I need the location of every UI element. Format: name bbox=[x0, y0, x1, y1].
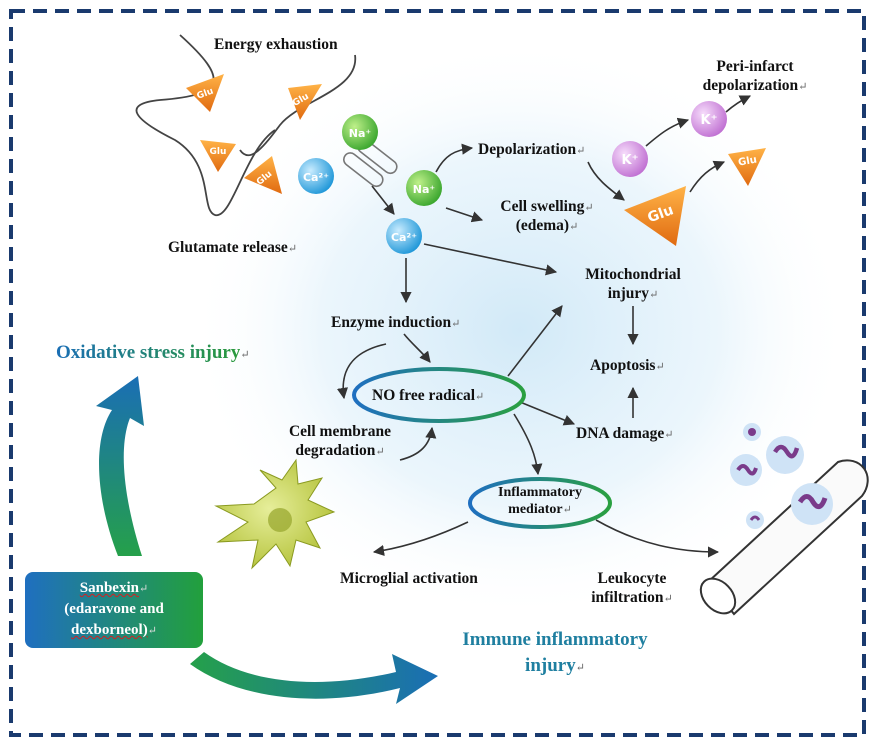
label-energy-exhaustion: Energy exhaustion bbox=[214, 36, 338, 53]
label-enzyme-induction: Enzyme induction↵ bbox=[331, 314, 461, 331]
label-dna-damage: DNA damage↵ bbox=[576, 425, 674, 442]
no-radical-ring bbox=[352, 367, 526, 423]
glu-label-small: Glu bbox=[737, 154, 757, 168]
label-leukocyte-infiltration: Leukocyte infiltration↵ bbox=[591, 570, 673, 607]
background-glow bbox=[190, 40, 850, 620]
sanbexin-box bbox=[25, 572, 203, 648]
label-immune-inflammatory-injury: Immune inflammatory injury↵ bbox=[462, 629, 648, 676]
glu-label-1: Glu bbox=[196, 87, 215, 102]
arrow-na-to-depol bbox=[435, 143, 474, 173]
label-apoptosis: Apoptosis↵ bbox=[590, 357, 665, 374]
ca-ion-mid bbox=[386, 218, 422, 254]
ion-label-k-left: K⁺ bbox=[622, 153, 639, 168]
glu-triangle-4 bbox=[244, 156, 282, 194]
big-arrow-right bbox=[190, 652, 438, 704]
ion-label-na-top: Na⁺ bbox=[349, 127, 372, 140]
ion-label-na-mid: Na⁺ bbox=[413, 183, 436, 196]
arrow-channel-to-ca bbox=[371, 185, 395, 215]
label-microglial-activation: Microglial activation bbox=[340, 570, 478, 587]
label-glutamate-release: Glutamate release↵ bbox=[168, 239, 298, 256]
glu-label-big: Glu bbox=[646, 202, 676, 226]
glu-label-4: Glu bbox=[255, 169, 274, 188]
arrow-ca-to-mito bbox=[423, 243, 558, 276]
glu-triangle-small bbox=[728, 148, 766, 186]
ion-label-ca-mid: Ca²⁺ bbox=[391, 231, 417, 244]
glu-triangle-2 bbox=[288, 84, 322, 120]
na-ion-top bbox=[342, 114, 378, 150]
label-cell-membrane-degradation: Cell membrane degradation↵ bbox=[288, 423, 391, 460]
membrane-curve-right bbox=[239, 54, 356, 157]
leukocytes bbox=[730, 423, 833, 529]
glu-triangle-1 bbox=[186, 74, 224, 112]
glu-label-2: Glu bbox=[291, 92, 311, 109]
glu-triangle-3 bbox=[200, 140, 236, 172]
ion-label-k-right: K⁺ bbox=[701, 113, 718, 128]
label-no-free-radical: NO free radical↵ bbox=[372, 387, 485, 404]
arrow-no-to-dna bbox=[519, 401, 576, 426]
arrow-inflam-to-microglia bbox=[372, 521, 469, 557]
k-ion-right bbox=[691, 101, 727, 137]
ion-label-ca-left: Ca²⁺ bbox=[303, 171, 329, 184]
arrow-enzyme-to-no bbox=[403, 333, 431, 363]
label-cell-swelling: Cell swelling↵ (edema)↵ bbox=[500, 198, 594, 235]
label-peri-infarct: Peri-infarct depolarization↵ bbox=[702, 58, 808, 95]
label-sanbexin: Sanbexin↵ (edaravone and dexborneol)↵ bbox=[64, 580, 164, 638]
arrow-no-to-mito bbox=[507, 305, 563, 377]
label-mitochondrial-injury: Mitochondrial injury↵ bbox=[585, 266, 681, 303]
label-depolarization: Depolarization↵ bbox=[478, 141, 586, 158]
dashed-frame bbox=[9, 9, 866, 737]
glu-label-3: Glu bbox=[210, 147, 227, 157]
label-inflammatory-mediator: Inflammatory mediator↵ bbox=[498, 485, 582, 517]
arrow-enzyme-to-membrane bbox=[336, 343, 387, 400]
ca-ion-left bbox=[298, 158, 334, 194]
big-arrow-up bbox=[96, 376, 144, 556]
arrow-na-to-swelling bbox=[445, 207, 484, 223]
arrow-membrane-to-no bbox=[399, 426, 437, 461]
arrow-inflam-to-leukocyte bbox=[595, 519, 720, 558]
glu-triangle-big bbox=[624, 186, 686, 246]
arrow-no-to-inflam bbox=[513, 413, 543, 476]
na-ion-mid bbox=[406, 170, 442, 206]
microglia-cell bbox=[214, 458, 336, 570]
label-oxidative-stress-injury: Oxidative stress injury↵ bbox=[56, 342, 250, 363]
arrow-glu-to-smallglu bbox=[689, 160, 726, 193]
k-ion-left bbox=[612, 141, 648, 177]
arrow-k-to-peri bbox=[725, 95, 752, 113]
arrow-depol-to-glu bbox=[587, 161, 625, 201]
arrow-k-to-k bbox=[645, 117, 690, 147]
inflammatory-ring bbox=[468, 477, 612, 529]
